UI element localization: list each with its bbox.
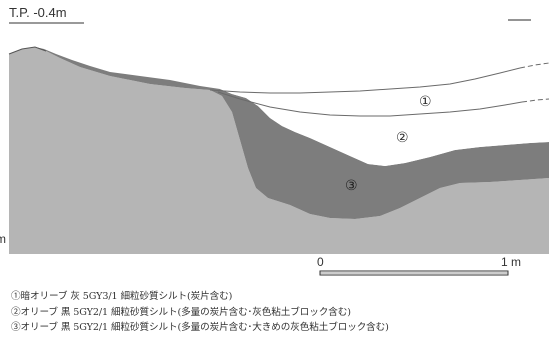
- layer-1-2-fill: [210, 64, 549, 166]
- layer-1-top-line-dashed: [519, 62, 549, 69]
- base-ground: [9, 47, 549, 254]
- scale-start-label: 0: [317, 255, 324, 269]
- layer-3-marker: ③: [345, 178, 358, 194]
- layer-3-fill: [35, 47, 549, 219]
- legend-item-2: ②オリーブ 黒 5GY2/1 細粒砂質シルト(多量の炭片含む･灰色粘土ブロック含…: [11, 306, 351, 318]
- legend-item-3: ③オリーブ 黒 5GY2/1 細粒砂質シルト(多量の炭片含む･大きめの灰色粘土ブ…: [11, 322, 389, 333]
- layer-2-marker: ②: [396, 130, 409, 146]
- soil-legend: ①暗オリーブ 灰 5GY3/1 細粒砂質シルト(炭片含む) ②オリーブ 黒 5G…: [11, 289, 547, 336]
- layer-1-top-line: [209, 67, 521, 94]
- ground-surface-line: [8, 46, 47, 55]
- layer-1-marker: ①: [419, 94, 432, 110]
- edge-mark: m: [0, 232, 6, 246]
- elevation-label: T.P. -0.4m: [9, 5, 67, 20]
- scale-end-label: 1 m: [501, 255, 521, 269]
- legend-item-1: ①暗オリーブ 灰 5GY3/1 細粒砂質シルト(炭片含む): [11, 291, 233, 302]
- layer-1-2-boundary: [217, 91, 523, 117]
